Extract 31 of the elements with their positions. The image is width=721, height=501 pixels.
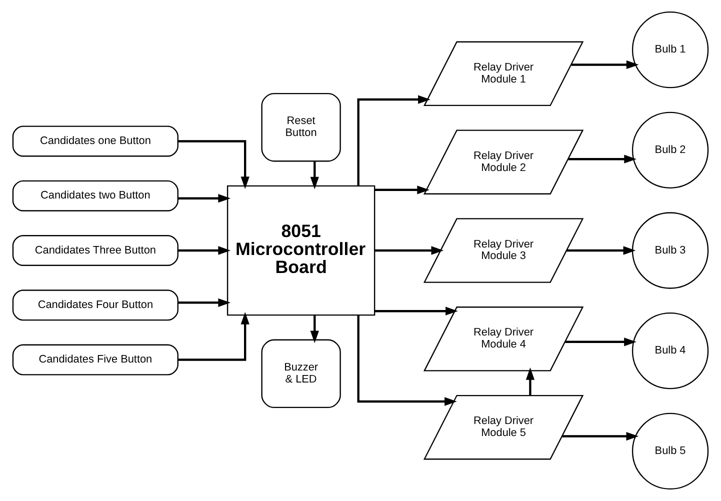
node-box: 8051 Microcontroller Board <box>226 185 376 316</box>
node-box: Reset Button <box>261 92 341 162</box>
arrow <box>526 367 535 396</box>
node-box: Candidates Four Button <box>12 290 178 321</box>
arrow <box>357 315 457 406</box>
arrow <box>310 161 319 190</box>
arrow <box>357 95 430 186</box>
arrow <box>374 306 458 316</box>
node-circle: Bulb 4 <box>632 312 709 390</box>
arrow <box>565 338 636 346</box>
arrow <box>571 60 639 70</box>
arrow <box>178 140 250 189</box>
node-box: Candidates Five Button <box>12 344 178 376</box>
node-box: Candidates Three Button <box>12 235 178 266</box>
arrow <box>374 186 430 194</box>
node-box: Candidates one Button <box>12 126 178 157</box>
arrow <box>566 246 636 255</box>
arrow <box>178 246 231 255</box>
node-box: Buzzer & LED <box>261 339 341 408</box>
arrow <box>568 154 636 164</box>
node-circle: Bulb 5 <box>632 412 709 490</box>
arrow <box>310 315 319 344</box>
arrow <box>178 194 231 203</box>
arrow <box>178 312 250 361</box>
arrow <box>562 432 639 441</box>
node-circle: Bulb 2 <box>632 112 709 188</box>
node-box: Candidates two Button <box>12 180 178 212</box>
node-circle: Bulb 1 <box>632 11 709 88</box>
node-circle: Bulb 3 <box>632 212 709 289</box>
arrow <box>178 298 231 307</box>
arrow <box>374 246 444 255</box>
